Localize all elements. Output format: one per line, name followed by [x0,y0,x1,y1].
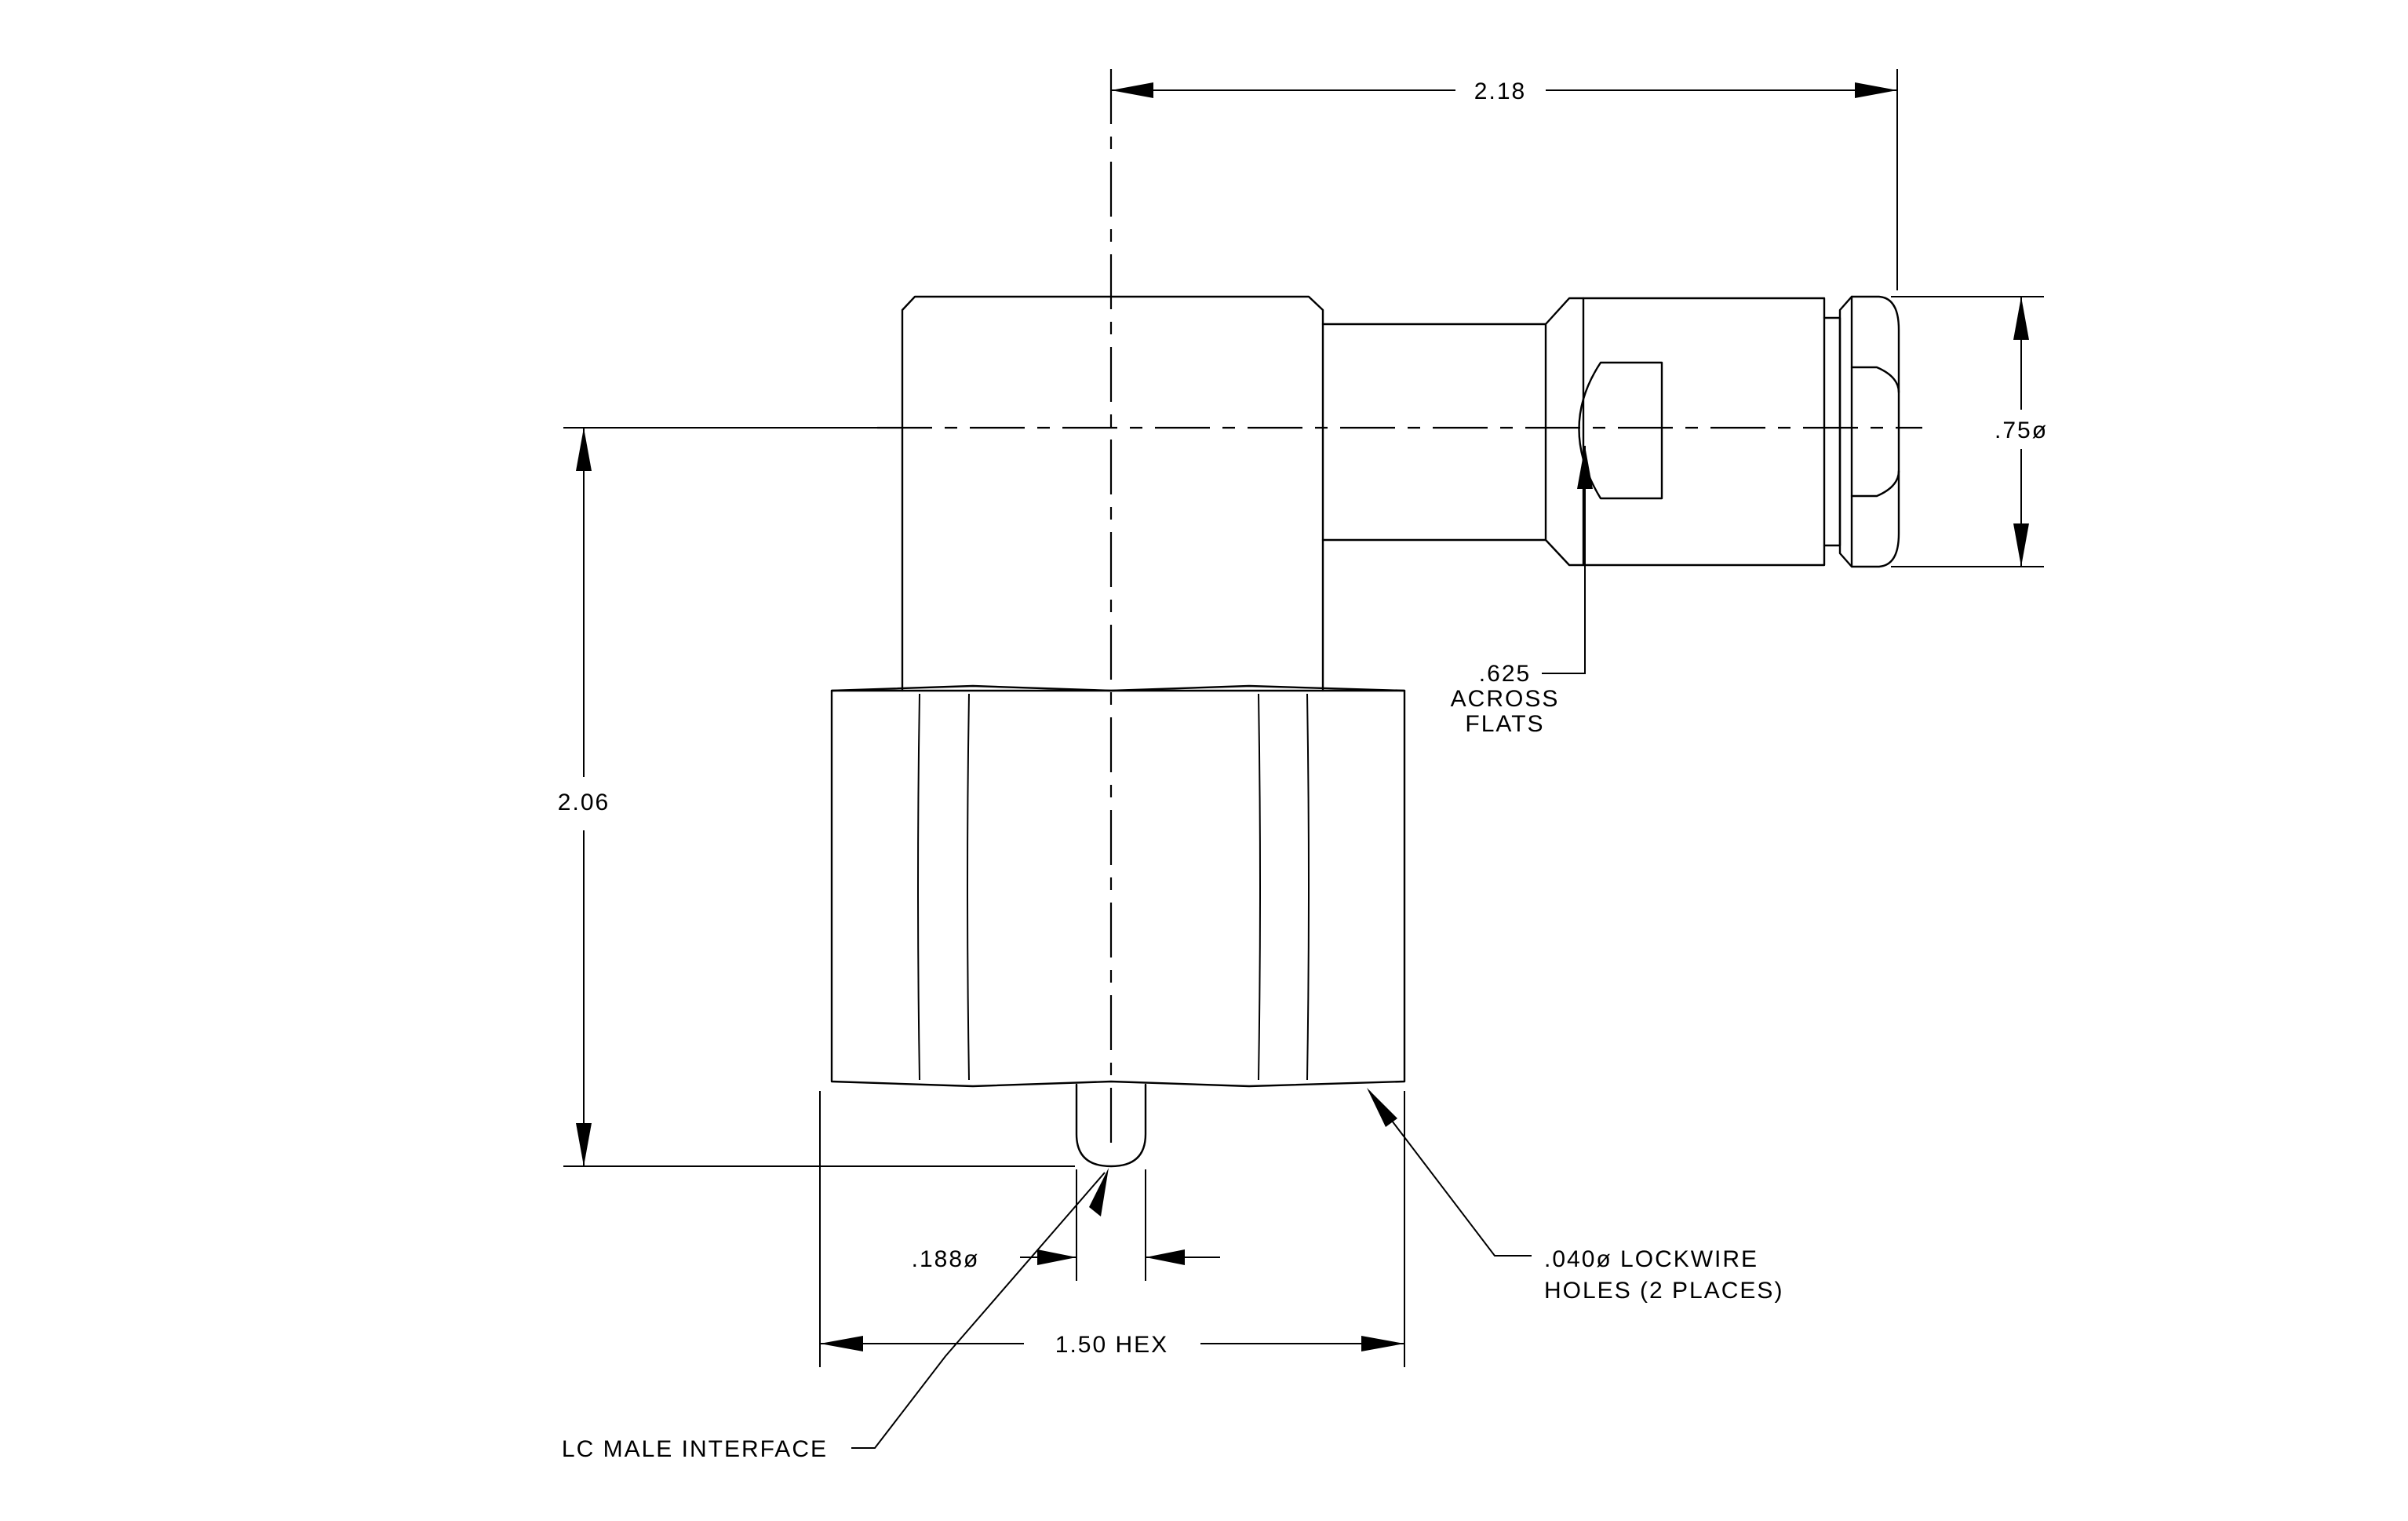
dim-overall-length: 2.18 [1110,69,1898,290]
side-arm [1321,295,1900,568]
lockwire-line1: .040ø LOCKWIRE [1544,1246,1758,1272]
arrowhead-right [1361,1336,1404,1351]
pin-diameter-label: .188ø [912,1246,980,1272]
arrowhead-left [1111,82,1153,98]
arrowhead-top [2013,297,2029,340]
dim-outer-diameter: .75ø [1891,296,2048,567]
upper-body [901,295,1324,692]
arrowhead-left [1037,1249,1076,1265]
across-flats-line2: ACROSS [1451,686,1560,712]
hex-right-face-b [1306,693,1310,1081]
nut-outline [1544,297,1826,567]
height-label: 2.06 [558,790,610,815]
leader-line [1542,446,1586,674]
hex-outline [830,684,1406,1088]
lockwire-line2: HOLES (2 PLACES) [1544,1278,1783,1304]
hex-left-face-a [917,693,920,1081]
leader-across-flats: .625 ACROSS FLATS [1451,446,1593,737]
dim-height: 2.06 [558,427,1075,1167]
leader-arrowhead [1577,446,1593,489]
hex-right-face-a [1258,693,1261,1081]
overall-length-label: 2.18 [1474,78,1526,104]
upper-body-outline [901,295,1324,692]
outer-diameter-label: .75ø [1995,418,2048,443]
interface-label: LC MALE INTERFACE [562,1436,828,1462]
end-rim-outer [1838,295,1900,568]
arrowhead-right [1146,1249,1185,1265]
across-flats-value: .625 [1479,661,1531,687]
leader-arrowhead [1089,1168,1109,1216]
center-lines [877,69,1922,1154]
leader-line [1368,1090,1532,1257]
arrowhead-bottom [576,1123,592,1166]
nut-end-cap [1823,316,1842,547]
arrowhead-right [1855,82,1897,98]
across-flats-line3: FLATS [1465,711,1544,737]
arrowhead-top [576,428,592,471]
pin-outline [1075,1083,1147,1168]
hex-left-face-b [967,693,970,1081]
leader-interface: LC MALE INTERFACE [562,1168,1109,1462]
arrowhead-bottom [2013,523,2029,567]
hex-size-label: 1.50 HEX [1055,1332,1168,1358]
end-rim-bevel [1850,366,1900,498]
arrowhead-left [820,1336,863,1351]
center-pin [1075,1083,1147,1168]
dim-hex-size: 1.50 HEX [819,1091,1405,1367]
leader-line [851,1172,1106,1449]
leader-arrowhead [1367,1088,1397,1127]
leader-lockwire: .040ø LOCKWIRE HOLES (2 PLACES) [1367,1088,1783,1304]
hex-body [830,684,1406,1088]
dim-pin-diameter: .188ø [912,1169,1220,1281]
nut-flat-arc [1578,361,1663,500]
